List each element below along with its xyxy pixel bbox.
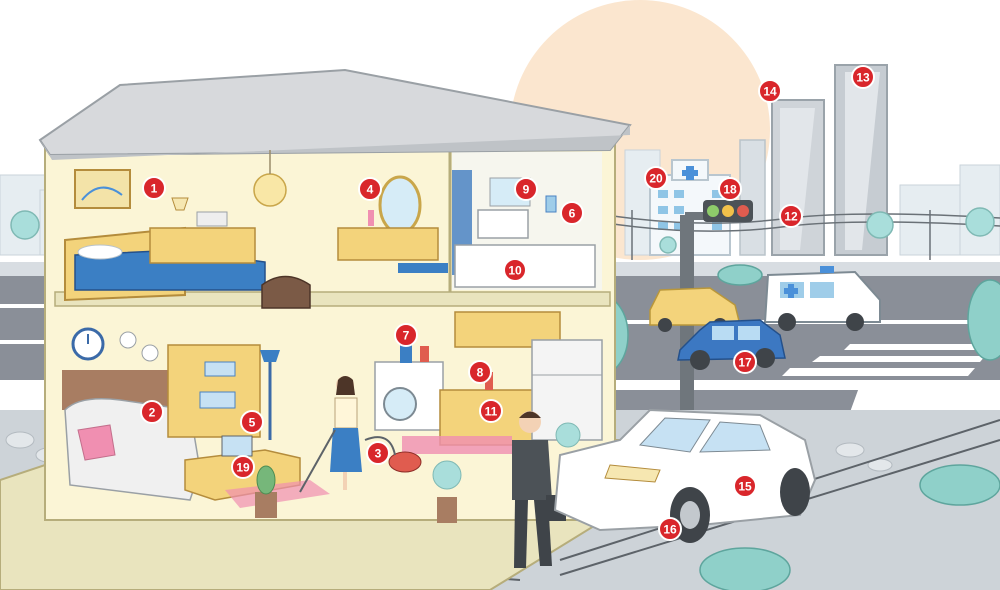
marker-4[interactable]: 4 — [358, 177, 382, 201]
marker-number: 12 — [784, 210, 798, 224]
marker-circle — [758, 79, 782, 103]
marker-number: 1 — [151, 182, 158, 196]
ambulance — [763, 266, 881, 331]
marker-circle — [851, 65, 875, 89]
marker-19[interactable]: 19 — [231, 455, 255, 479]
marker-6[interactable]: 6 — [560, 201, 584, 225]
marker-number: 8 — [477, 366, 484, 380]
marker-number: 13 — [856, 71, 870, 85]
marker-3[interactable]: 3 — [366, 441, 390, 465]
marker-circle — [358, 177, 382, 201]
bathroom — [398, 170, 596, 288]
white-car — [553, 408, 817, 543]
marker-number: 2 — [149, 406, 156, 420]
marker-circle — [733, 350, 757, 374]
marker-number: 5 — [249, 416, 256, 430]
marker-18[interactable]: 18 — [718, 177, 742, 201]
marker-7[interactable]: 7 — [394, 323, 418, 347]
marker-number: 14 — [763, 85, 777, 99]
marker-5[interactable]: 5 — [240, 410, 264, 434]
marker-8[interactable]: 8 — [468, 360, 492, 384]
marker-number: 16 — [663, 523, 677, 537]
laundry-area — [374, 345, 444, 431]
kitchen-bottles — [485, 372, 493, 390]
marker-number: 18 — [723, 183, 737, 197]
marker-circle — [231, 455, 255, 479]
glass-tower-building — [834, 64, 888, 256]
marker-number: 20 — [649, 172, 663, 186]
marker-20[interactable]: 20 — [644, 166, 668, 190]
marker-10[interactable]: 10 — [503, 258, 527, 282]
marker-11[interactable]: 11 — [479, 399, 503, 423]
marker-circle — [644, 166, 668, 190]
marker-circle — [560, 201, 584, 225]
marker-number: 15 — [738, 480, 752, 494]
marker-number: 7 — [403, 329, 410, 343]
crosswalk — [750, 344, 995, 392]
living-room — [62, 327, 330, 518]
businessman — [512, 411, 566, 568]
marker-12[interactable]: 12 — [779, 204, 803, 228]
bedroom-wall-picture — [74, 169, 131, 209]
marker-number: 6 — [569, 207, 576, 221]
office-building — [771, 99, 825, 256]
laundry-detergent — [400, 345, 412, 363]
marker-circle — [718, 177, 742, 201]
marker-circle — [394, 323, 418, 347]
marker-9[interactable]: 9 — [514, 177, 538, 201]
marker-circle — [779, 204, 803, 228]
marker-circle — [468, 360, 492, 384]
potted-plant — [432, 422, 581, 523]
marker-circle — [142, 176, 166, 200]
marker-17[interactable]: 17 — [733, 350, 757, 374]
marker-number: 10 — [508, 264, 522, 278]
woman-vacuuming — [299, 376, 362, 493]
bedroom — [64, 150, 311, 309]
marker-circle — [479, 399, 503, 423]
marker-number: 9 — [523, 183, 530, 197]
marker-number: 19 — [236, 461, 250, 475]
marker-1[interactable]: 1 — [142, 176, 166, 200]
marker-15[interactable]: 15 — [733, 474, 757, 498]
marker-14[interactable]: 14 — [758, 79, 782, 103]
marker-circle — [140, 400, 164, 424]
marker-circle — [733, 474, 757, 498]
blue-car — [677, 319, 786, 370]
dresser-with-mirror — [337, 175, 439, 261]
marker-13[interactable]: 13 — [851, 65, 875, 89]
marker-circle — [503, 258, 527, 282]
marker-circle — [240, 410, 264, 434]
marker-number: 17 — [738, 356, 752, 370]
marker-circle — [514, 177, 538, 201]
laptop-on-table — [221, 435, 253, 457]
marker-number: 3 — [375, 447, 382, 461]
vacuum-cleaner — [364, 436, 422, 473]
marker-circle — [366, 441, 390, 465]
marker-2[interactable]: 2 — [140, 400, 164, 424]
marker-number: 4 — [367, 183, 374, 197]
marker-circle — [658, 517, 682, 541]
marker-number: 11 — [485, 405, 498, 419]
marker-16[interactable]: 16 — [658, 517, 682, 541]
